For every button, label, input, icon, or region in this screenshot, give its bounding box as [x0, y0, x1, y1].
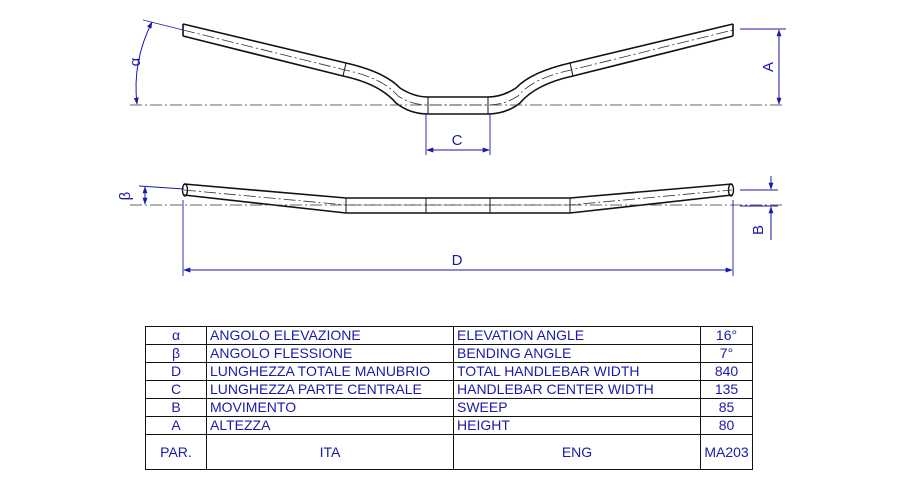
top-tube-outline-bottom — [183, 194, 733, 214]
eng-cell: ELEVATION ANGLE — [453, 326, 701, 345]
handlebar-drawing: α A C β B — [117, 19, 786, 276]
footer-eng-cell: ENG — [453, 434, 701, 470]
param-cell: α — [145, 326, 207, 345]
front-tube-outline-bottom — [182, 35, 734, 115]
front-tube-outline-top — [182, 23, 734, 98]
A-dimension-label: A — [760, 62, 777, 72]
top-tube-centerline — [183, 189, 733, 206]
eng-cell: SWEEP — [453, 398, 701, 417]
value-cell: 16° — [700, 326, 753, 345]
ita-cell: ANGOLO ELEVAZIONE — [206, 326, 454, 345]
value-cell: 80 — [700, 416, 753, 435]
param-cell: A — [145, 416, 207, 435]
spec-table-body: α ANGOLO ELEVAZIONE ELEVATION ANGLE 16° … — [145, 326, 753, 470]
C-dimension-label: C — [452, 132, 463, 149]
param-cell: C — [145, 380, 207, 399]
eng-cell: HANDLEBAR CENTER WIDTH — [453, 380, 701, 399]
footer-ita-cell: ITA — [206, 434, 454, 470]
ita-cell: MOVIMENTO — [206, 398, 454, 417]
front-tube-centerline — [182, 29, 734, 106]
alpha-dimension-arc — [133, 21, 153, 105]
spec-table-footer: PAR. ITA ENG MA203 — [145, 434, 753, 470]
value-cell: 7° — [700, 344, 753, 363]
spec-row-beta: β ANGOLO FLESSIONE BENDING ANGLE 7° — [145, 344, 753, 363]
spec-row-alpha: α ANGOLO ELEVAZIONE ELEVATION ANGLE 16° — [145, 326, 753, 345]
param-cell: B — [145, 398, 207, 417]
ita-cell: ALTEZZA — [206, 416, 454, 435]
alpha-dimension-label: α — [127, 57, 144, 66]
footer-code-cell: MA203 — [700, 434, 753, 470]
footer-par-cell: PAR. — [145, 434, 207, 470]
spec-table: α ANGOLO ELEVAZIONE ELEVATION ANGLE 16° … — [145, 326, 753, 470]
top-view: β B D — [117, 176, 785, 276]
top-tube-outline-top — [183, 183, 733, 199]
B-dimension-label: B — [750, 225, 767, 235]
D-dimension-label: D — [452, 252, 463, 269]
spec-row-B: B MOVIMENTO SWEEP 85 — [145, 398, 753, 417]
value-cell: 85 — [700, 398, 753, 417]
ita-cell: ANGOLO FLESSIONE — [206, 344, 454, 363]
param-cell: D — [145, 362, 207, 381]
spec-row-A: A ALTEZZA HEIGHT 80 — [145, 416, 753, 435]
value-cell: 135 — [700, 380, 753, 399]
beta-extension-line — [138, 185, 185, 190]
eng-cell: HEIGHT — [453, 416, 701, 435]
eng-cell: BENDING ANGLE — [453, 344, 701, 363]
beta-dimension-label: β — [117, 191, 134, 200]
ita-cell: LUNGHEZZA TOTALE MANUBRIO — [206, 362, 454, 381]
spec-row-D: D LUNGHEZZA TOTALE MANUBRIO TOTAL HANDLE… — [145, 362, 753, 381]
front-view: α A C — [127, 19, 786, 155]
eng-cell: TOTAL HANDLEBAR WIDTH — [453, 362, 701, 381]
param-cell: β — [145, 344, 207, 363]
ita-cell: LUNGHEZZA PARTE CENTRALE — [206, 380, 454, 399]
spec-row-C: C LUNGHEZZA PARTE CENTRALE HANDLEBAR CEN… — [145, 380, 753, 399]
value-cell: 840 — [700, 362, 753, 381]
